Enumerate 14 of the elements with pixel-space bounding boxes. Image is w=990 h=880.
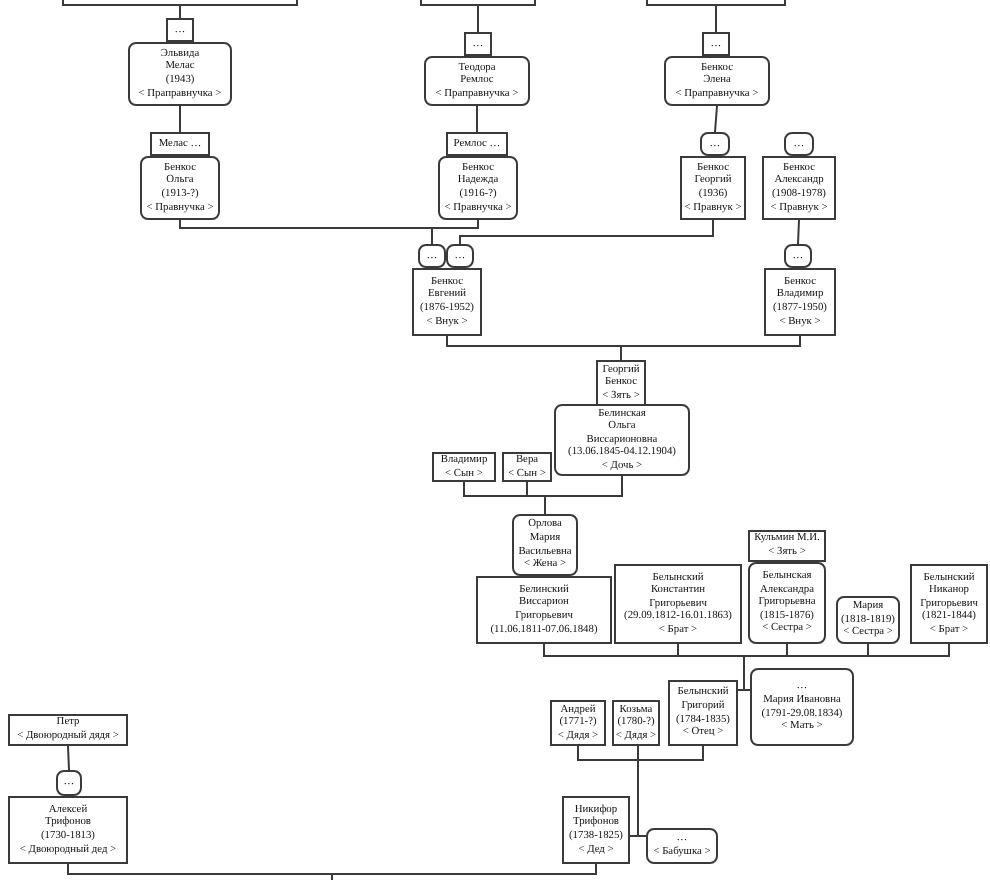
connector-line [629, 835, 647, 837]
connector-line [459, 219, 714, 245]
connector-line [476, 105, 478, 133]
connector-line [431, 219, 479, 245]
connector-line [544, 475, 623, 515]
connector-line [737, 643, 950, 691]
connector-line [67, 863, 333, 880]
connector-line [620, 335, 801, 361]
connector-line [477, 5, 479, 33]
connector-line [797, 219, 800, 245]
connector-line [67, 745, 70, 771]
connector-line [714, 105, 718, 133]
connector-line [179, 5, 181, 19]
connector-line [179, 105, 181, 133]
